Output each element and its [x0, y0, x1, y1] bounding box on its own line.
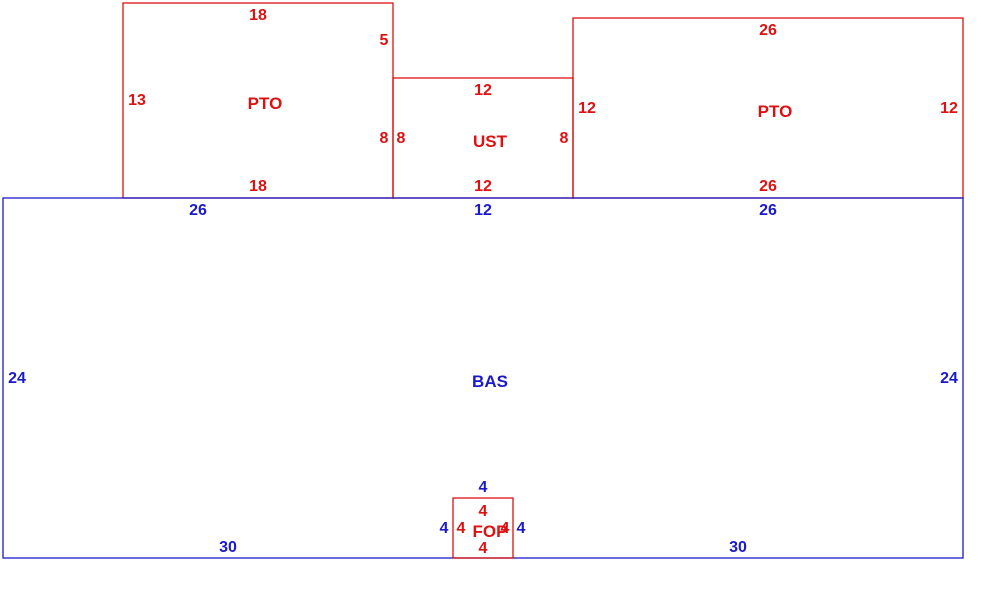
pto-right-bottom-dim: 26 — [759, 178, 777, 195]
pto-right-code: PTO — [758, 102, 793, 121]
pto-left-top-dim: 18 — [249, 7, 267, 24]
ust-bottom-dim: 12 — [474, 178, 492, 195]
fop-right-dim: 4 — [501, 520, 510, 537]
pto-right-left-dim: 12 — [578, 100, 596, 117]
bas-notch-right-dim: 4 — [517, 520, 526, 537]
bas-notch-top-dim: 4 — [479, 479, 488, 496]
fop-top-dim: 4 — [479, 503, 488, 520]
pto-left-code: PTO — [248, 94, 283, 113]
pto-left-right-top-dim: 5 — [380, 32, 389, 49]
ust-left-dim: 8 — [397, 130, 406, 147]
pto-left-right-bottom-dim: 8 — [380, 130, 389, 147]
bas-bottom-left-dim: 30 — [219, 539, 237, 556]
bas-left-dim: 24 — [8, 370, 26, 387]
bas-right-dim: 24 — [940, 370, 958, 387]
bas-code: BAS — [472, 372, 508, 391]
bas-top-right-dim: 26 — [759, 202, 777, 219]
fop-left-dim: 4 — [457, 520, 466, 537]
pto-right-right-dim: 12 — [940, 100, 958, 117]
bas-top-mid-dim: 12 — [474, 202, 492, 219]
pto-left-left-dim: 13 — [128, 92, 146, 109]
fop-bottom-dim: 4 — [479, 540, 488, 557]
ust-code: UST — [473, 132, 508, 151]
bas-bottom-right-dim: 30 — [729, 539, 747, 556]
bas-top-left-dim: 26 — [189, 202, 207, 219]
ust-right-dim: 8 — [560, 130, 569, 147]
pto-left-bottom-dim: 18 — [249, 178, 267, 195]
fop-outline — [452, 497, 514, 559]
fop-code: FOP — [473, 522, 508, 541]
pto-right-top-dim: 26 — [759, 22, 777, 39]
bas-notch-left-dim: 4 — [440, 520, 449, 537]
ust-top-dim: 12 — [474, 82, 492, 99]
